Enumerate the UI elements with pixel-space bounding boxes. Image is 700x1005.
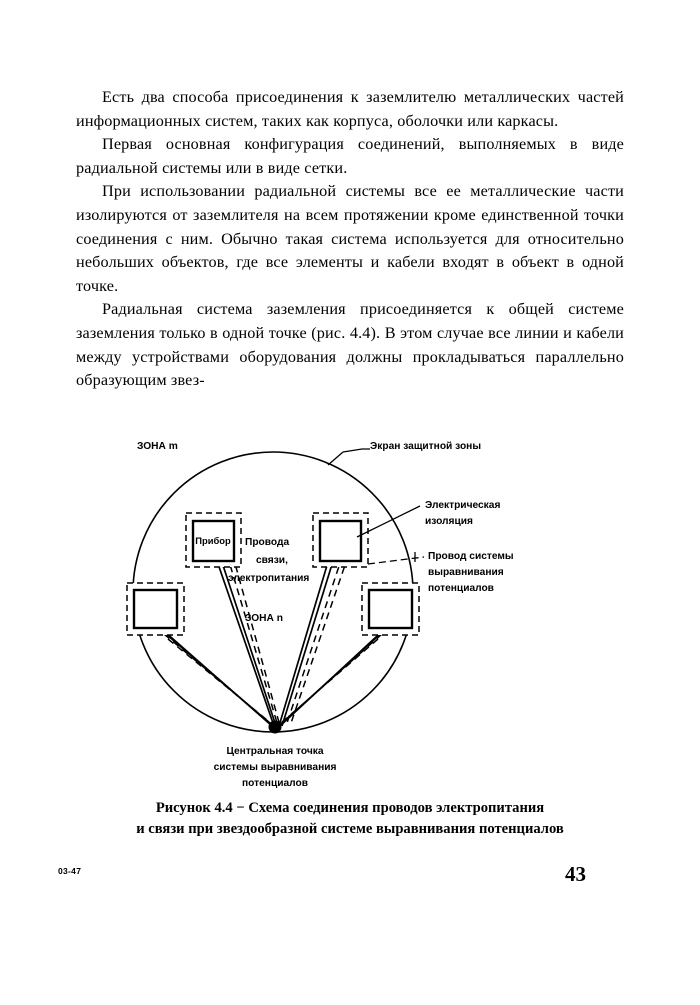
center-point-label-line3: потенциалов (242, 778, 308, 789)
signal-line-device-1b (225, 530, 281, 727)
device-enclosure-4 (367, 588, 414, 630)
caption-line-2: и связи при звездообразной системе вырав… (136, 820, 564, 837)
device-box-4 (361, 582, 420, 636)
signal-line-device-2 (285, 532, 351, 727)
zone-n-label: ЗОНА n (245, 613, 283, 624)
leader-line-shield (342, 448, 370, 453)
radial-conductors (155, 530, 391, 730)
page-number: 43 (565, 862, 586, 886)
device-box-2 (312, 512, 369, 568)
central-bonding-point (268, 720, 282, 734)
device-box-3 (126, 582, 185, 636)
caption-line-1: Рисунок 4.4 − Схема соединения проводов … (155, 800, 545, 816)
body-text: Есть два способа присоединения к заземли… (76, 86, 624, 393)
wires-label-line3: электропитания (228, 573, 309, 584)
device-label: Прибор (195, 535, 231, 546)
bonding-label-line2: выравнивания (428, 567, 504, 578)
bonding-label-line3: потенциалов (428, 583, 494, 594)
figure-diagram: Прибор (126, 441, 514, 789)
bonding-label-line1: Провод системы (428, 551, 514, 562)
figure-caption: Рисунок 4.4 − Схема соединения проводов … (60, 798, 640, 839)
signal-line-device-2b (289, 532, 357, 727)
device-box-1: Прибор (185, 512, 242, 568)
center-point-label-line2: системы выравнивания (214, 762, 337, 773)
device-enclosure-3 (132, 588, 179, 630)
center-point-label-line1: Центральная точка (226, 746, 323, 757)
wires-label-line1: Провода (245, 537, 289, 548)
paragraph-4: Радиальная система заземления присоединя… (76, 300, 624, 390)
isolation-label-line2: изоляция (425, 516, 473, 527)
device-enclosure-2 (318, 519, 363, 563)
paragraph-1: Есть два способа присоединения к заземли… (76, 88, 624, 130)
footer-signature-code: 03-47 (58, 866, 82, 876)
figure-4-4: Прибор (60, 425, 640, 795)
leader-line-shield-tail (327, 451, 344, 466)
zone-m-label: ЗОНА m (137, 441, 178, 452)
isolation-label-line1: Электрическая (425, 500, 500, 511)
shield-label: Экран защитной зоны (370, 441, 481, 452)
device-enclosure-1 (191, 519, 236, 563)
paragraph-2: Первая основная конфигурация соединений,… (76, 135, 624, 177)
wires-label-line2: связи, (256, 555, 288, 566)
signal-line-device-4b (273, 638, 379, 730)
paragraph-3: При использовании радиальной системы все… (76, 182, 624, 295)
page-footer: 03-47 43 (58, 862, 586, 886)
signal-line-device-1 (219, 530, 279, 727)
leader-line-isolation (356, 505, 421, 538)
